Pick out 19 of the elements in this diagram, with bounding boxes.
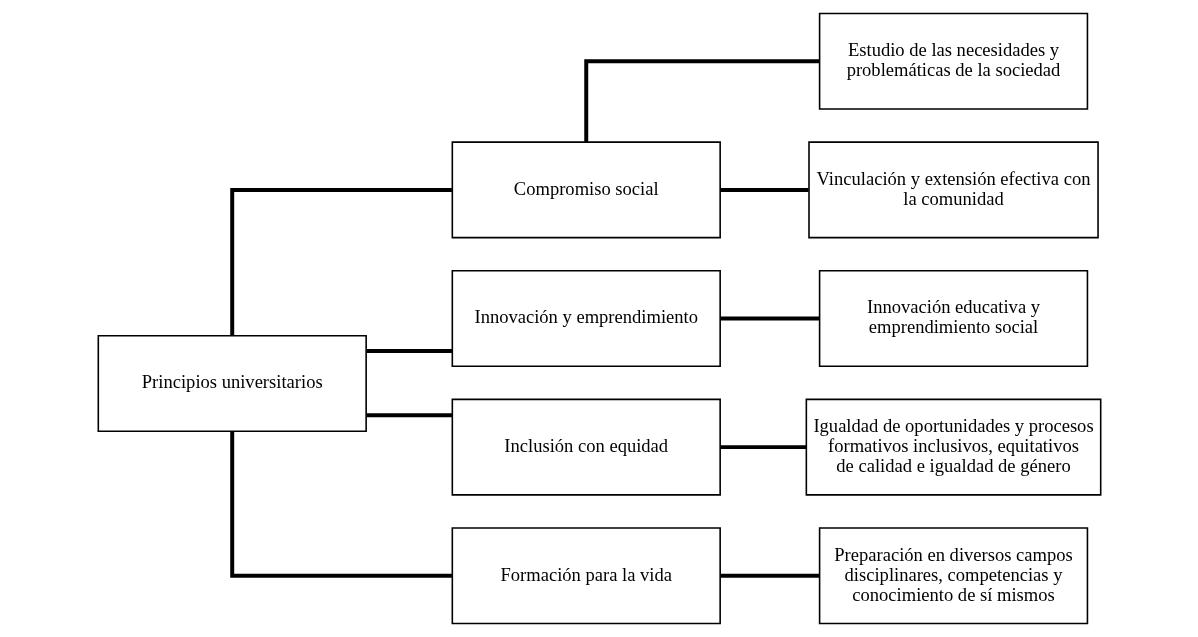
node-box: Igualdad de oportunidades y procesos formativos inclusivos, equitativos de calidad e igualdad de género [805,398,1101,496]
node-box: Formación para la vida [451,527,721,625]
connector [719,187,809,192]
connector [366,413,452,418]
connector [719,573,819,578]
connector [719,316,819,321]
node-box: Estudio de las necesidades y problemáticas de la sociedad [818,12,1088,110]
node-box: Innovación educativa y emprendimiento social [818,269,1088,368]
node-box: Vinculación y extensión efectiva con la comunidad [807,141,1099,239]
node-box: Innovación y emprendimiento [451,269,721,368]
node-box: Preparación en diversos campos disciplinares, competencias y conocimiento de sí mismos [818,527,1088,625]
node-box: Principios universitarios [97,334,367,432]
node-box: Compromiso social [451,141,721,239]
connector [366,349,452,353]
connector [583,59,819,142]
connector [719,445,806,450]
connector [229,187,452,336]
node-box: Inclusión con equidad [451,398,721,496]
connector [229,431,452,578]
